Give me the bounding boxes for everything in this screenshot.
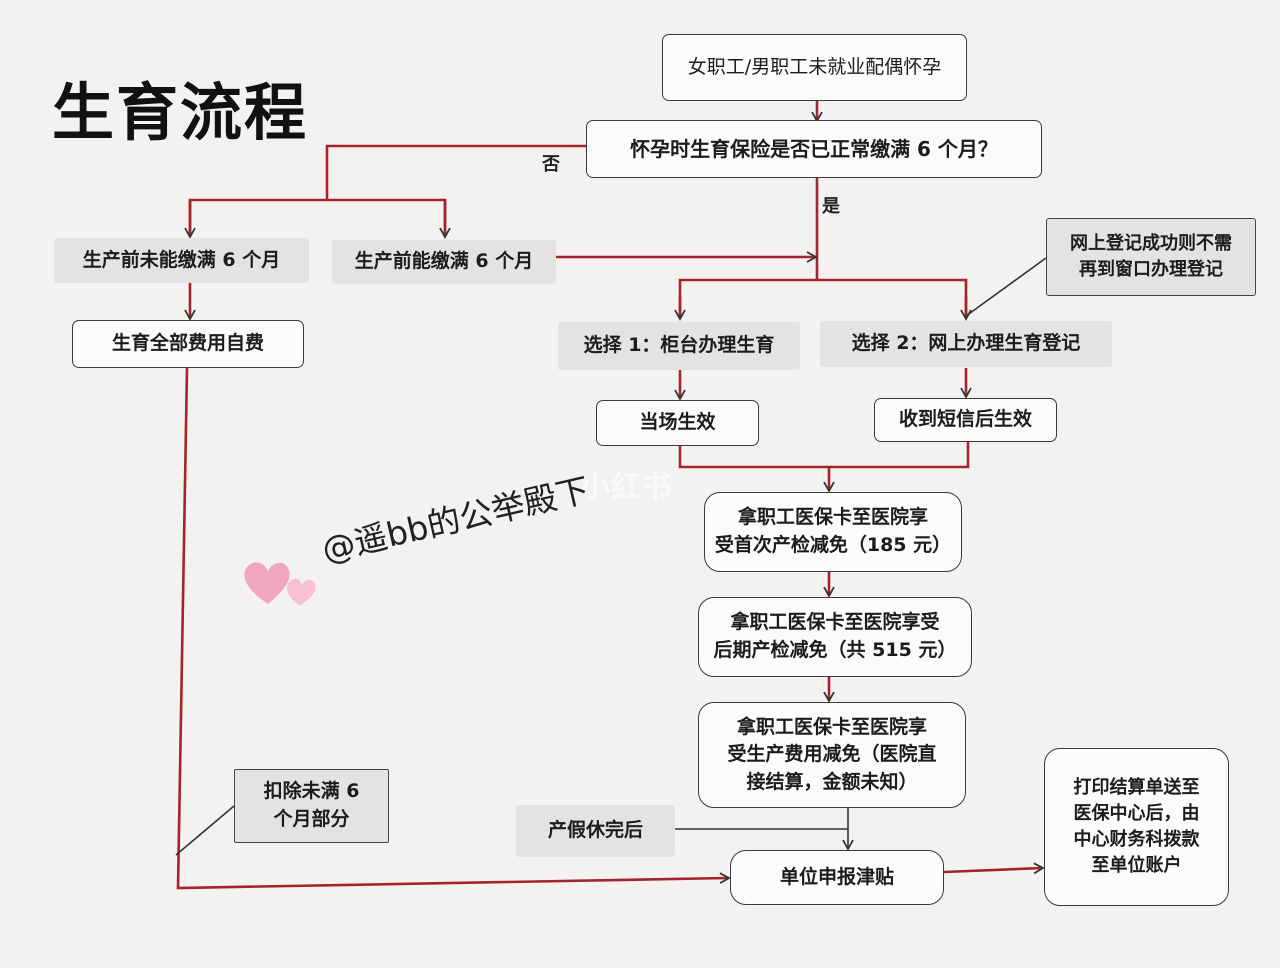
callout-deduct [175, 805, 235, 856]
edge-selfpay-apply [176, 367, 731, 890]
node-not-full: 生产前未能缴满 6 个月 [54, 238, 309, 283]
callout-online-note [965, 257, 1047, 317]
node-choice1: 选择 1：柜台办理生育 [558, 322, 800, 370]
node-self-pay: 生育全部费用自费 [72, 320, 304, 368]
edge-choices-split [678, 278, 968, 318]
node-after-leave: 产假休完后 [516, 805, 675, 857]
edge-no-branch [325, 144, 586, 200]
node-later-exam: 拿职工医保卡至医院享受 后期产检减免（共 515 元） [698, 597, 972, 677]
node-print-settle: 打印结算单送至 医保中心后，由 中心财务科拨款 至单位账户 [1044, 748, 1229, 906]
brand-watermark: 小红书 [580, 470, 673, 505]
node-online-note: 网上登记成功则不需 再到窗口办理登记 [1046, 218, 1256, 296]
node-apply-allowance: 单位申报津贴 [730, 850, 944, 905]
node-first-exam: 拿职工医保卡至医院享 受首次产检减免（185 元） [704, 492, 962, 572]
node-choice2: 选择 2：网上办理生育登记 [820, 321, 1112, 367]
edge-merge [678, 441, 970, 469]
node-effective-sms: 收到短信后生效 [874, 398, 1057, 442]
edge-label-no: 否 [542, 154, 560, 175]
heart-icon [244, 562, 316, 606]
edge-label-yes: 是 [822, 196, 840, 217]
page-title: 生育流程 [52, 76, 309, 149]
edge-no-split [188, 198, 447, 236]
node-deduct: 扣除未满 6 个月部分 [234, 769, 389, 843]
node-start: 女职工/男职工未就业配偶怀孕 [662, 34, 967, 101]
edge-apply-print [943, 862, 1045, 875]
node-birth-cost: 拿职工医保卡至医院享 受生产费用减免（医院直 接结算，金额未知） [698, 702, 966, 808]
node-question: 怀孕时生育保险是否已正常缴满 6 个月？ [586, 120, 1042, 178]
node-full: 生产前能缴满 6 个月 [332, 240, 556, 284]
node-effective-now: 当场生效 [596, 400, 759, 446]
